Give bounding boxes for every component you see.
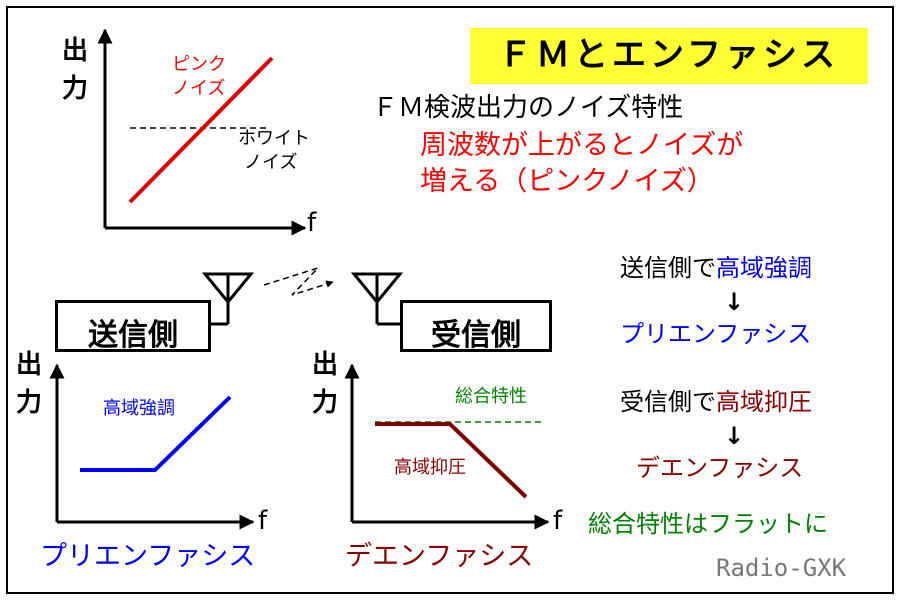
de-emphasis-note: デエンファシス	[636, 454, 804, 482]
total-characteristic-note: 総合特性はフラットに	[588, 510, 828, 538]
tx-note-prefix: 送信側で	[620, 254, 716, 282]
top-chart-y-label-1: 出	[62, 36, 89, 66]
receiver-box: 受信側	[400, 300, 552, 353]
right-chart-x-label: f	[553, 506, 563, 536]
pre-emphasis-caption: プリエンファシス	[40, 541, 256, 572]
rx-note-highlight: 高域抑圧	[716, 388, 812, 416]
pink-noise-label-1: ピンク	[172, 54, 226, 75]
pink-noise-line	[128, 56, 274, 204]
white-noise-label-2: ノイズ	[244, 152, 298, 173]
tx-note: 送信側で高域強調	[620, 256, 812, 280]
rx-note: 受信側で高域抑圧	[620, 390, 812, 414]
pre-emphasis-curve	[80, 395, 232, 472]
outer-frame	[6, 6, 894, 594]
white-noise-label-1: ホワイト	[238, 128, 310, 149]
receiver-label: 受信側	[431, 318, 521, 353]
arrow-down-icon: ↓	[724, 288, 745, 316]
transmitter-box: 送信側	[55, 300, 211, 353]
transmitter-label: 送信側	[88, 318, 178, 353]
description-line-2: 増える（ピンクノイズ）	[420, 166, 714, 197]
pink-noise-label-2: ノイズ	[172, 78, 226, 99]
description-line-1: 周波数が上がるとノイズが	[420, 130, 744, 161]
de-emphasis-curve-label: 高域抑圧	[394, 457, 466, 478]
arrow-down-icon: ↓	[724, 422, 745, 450]
left-chart-y-label-1: 出	[16, 350, 43, 380]
de-emphasis-caption: デエンファシス	[345, 541, 534, 572]
tx-note-highlight: 高域強調	[716, 254, 812, 282]
page-title: ＦＭとエンファシス	[498, 35, 839, 75]
radio-wave-arrow	[263, 267, 334, 296]
title-banner	[470, 28, 868, 84]
left-chart-x-label: f	[258, 506, 268, 536]
pre-emphasis-curve-label: 高域強調	[103, 398, 175, 419]
brand-watermark: Radio-GXK	[716, 554, 847, 582]
description-heading: ＦＭ検波出力のノイズ特性	[372, 93, 684, 123]
top-chart-y-label-2: 力	[62, 74, 89, 104]
rx-antenna-icon	[350, 272, 404, 326]
de-emphasis-curve	[375, 422, 528, 499]
top-chart-x-label: f	[307, 208, 317, 238]
left-chart-y-label-2: 力	[16, 388, 43, 418]
right-chart-y-label-1: 出	[312, 350, 339, 380]
tx-antenna-icon	[201, 272, 255, 326]
pre-emphasis-note: プリエンファシス	[620, 320, 812, 348]
rx-note-prefix: 受信側で	[620, 388, 716, 416]
total-characteristic-label: 総合特性	[455, 386, 527, 407]
right-chart-y-label-2: 力	[312, 388, 339, 418]
